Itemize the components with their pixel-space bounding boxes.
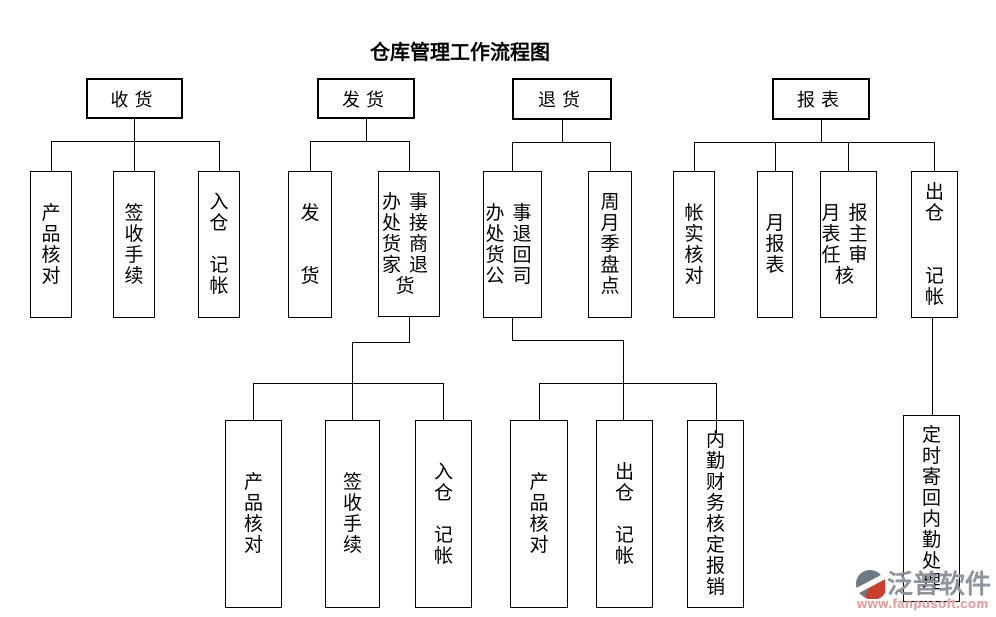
connector — [848, 142, 849, 171]
connector — [694, 142, 935, 143]
node-sign-in-procedure-2: 签 收 手 续 — [325, 420, 380, 608]
connector — [134, 141, 135, 171]
node-reports: 报表 — [772, 78, 870, 120]
connector — [310, 141, 410, 142]
connector — [51, 141, 220, 142]
connector — [539, 383, 540, 420]
node-warehouse-in-bookkeeping: 入 仓 记 帐 — [198, 171, 240, 318]
node-warehouse-out-bookkeeping-2: 出 仓 记 帐 — [596, 420, 653, 608]
connector — [512, 142, 513, 171]
connector — [512, 340, 624, 341]
watermark-brand: 泛普软件 — [887, 569, 992, 599]
node-product-check-3: 产 品 核 对 — [510, 420, 568, 608]
node-receiving: 收货 — [86, 78, 183, 119]
fanpu-logo-icon — [855, 569, 885, 599]
connector — [512, 318, 513, 341]
connector — [694, 142, 695, 171]
node-sign-in-procedure: 签 收 手 续 — [113, 171, 155, 318]
connector — [512, 142, 611, 143]
connector — [775, 142, 776, 171]
node-returns: 退货 — [512, 78, 612, 120]
node-scheduled-mail-back: 定 时 寄 回 内 勤 处 理 — [903, 415, 960, 602]
node-product-check-2: 产 品 核 对 — [225, 420, 282, 608]
watermark-url: www.fanpusoft.com — [857, 596, 989, 611]
connector — [623, 340, 624, 383]
connector — [134, 119, 135, 141]
connector — [253, 383, 444, 384]
node-office-return-to-company: 办事 处退 货回 公司 — [483, 171, 542, 318]
connector — [932, 318, 933, 415]
connector — [352, 342, 353, 383]
connector — [610, 142, 611, 171]
connector — [821, 120, 822, 142]
node-backoffice-finance-reimburse: 内 勤 财 务 核 定 报 销 — [687, 420, 744, 608]
page-title: 仓库管理工作流程图 — [370, 42, 550, 64]
node-shipping: 发货 — [317, 78, 415, 119]
node-warehouse-in-bookkeeping-2: 入 仓 记 帐 — [415, 420, 472, 608]
watermark: 泛普软件 www.fanpusoft.com — [855, 567, 996, 617]
connector — [623, 383, 624, 420]
connector — [253, 383, 254, 420]
connector — [539, 383, 717, 384]
connector — [310, 141, 311, 171]
connector — [562, 120, 563, 142]
node-product-check: 产 品 核 对 — [30, 171, 72, 318]
node-report-director-review: 月报 表主 任审 核 — [820, 171, 877, 318]
connector — [934, 142, 935, 171]
connector — [409, 317, 410, 343]
connector — [409, 141, 410, 171]
connector — [51, 141, 52, 171]
connector — [716, 383, 717, 433]
node-stocktake: 周 月 季 盘 点 — [588, 171, 632, 318]
connector — [219, 141, 220, 171]
node-dispatch-goods: 发 货 — [288, 171, 332, 318]
node-warehouse-out-bookkeeping: 出 仓 记 帐 — [911, 171, 958, 318]
connector — [366, 119, 367, 141]
node-monthly-report: 月 报 表 — [757, 171, 793, 318]
node-office-pickup-merchant-return: 办事 处接 货商 家退 货 — [378, 171, 440, 317]
connector — [352, 383, 353, 420]
connector — [443, 383, 444, 420]
connector — [352, 342, 410, 343]
node-account-vs-actual-check: 帐 实 核 对 — [673, 171, 715, 318]
